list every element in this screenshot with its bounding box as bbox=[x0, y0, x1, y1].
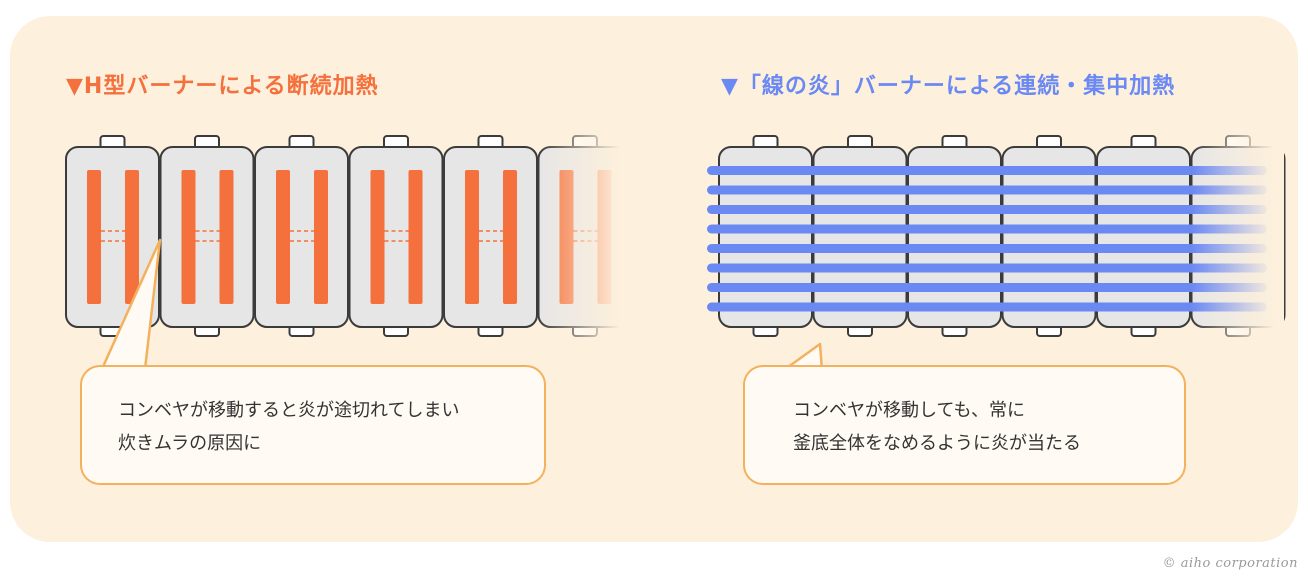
h-burner-conveyor-svg bbox=[65, 128, 660, 344]
callout-line-flame-text: コンベヤが移動しても、常に 釜底全体をなめるように炎が当たる bbox=[793, 394, 1081, 460]
heading-line-flame-burner: ▼「線の炎」バーナーによる連続・集中加熱 bbox=[721, 74, 1176, 99]
line-flame-stripe bbox=[707, 205, 1267, 214]
callout-line-flame: コンベヤが移動しても、常に 釜底全体をなめるように炎が当たる bbox=[743, 365, 1186, 485]
h-burner-flame-bar bbox=[314, 170, 328, 304]
line-flame-conveyor-diagram bbox=[704, 128, 1286, 344]
h-burner-flame-bar bbox=[370, 170, 385, 304]
callout-h-burner: コンベヤが移動すると炎が途切れてしまい 炊きムラの原因に bbox=[80, 365, 546, 485]
conveyor-plate bbox=[159, 146, 255, 328]
fade-overlay bbox=[530, 128, 660, 344]
callout-line: 炊きムラの原因に bbox=[118, 433, 262, 454]
line-flame-stripe bbox=[707, 283, 1267, 292]
callout-line: 釜底全体をなめるように炎が当たる bbox=[793, 433, 1081, 454]
line-flame-stripe bbox=[707, 302, 1267, 312]
line-flame-stripe bbox=[707, 185, 1267, 195]
h-burner-flame-bar bbox=[408, 170, 423, 304]
h-burner-conveyor-diagram bbox=[60, 128, 660, 344]
h-burner-flame-bar bbox=[276, 170, 290, 304]
copyright-credit: © aiho corporation bbox=[1162, 556, 1298, 571]
h-burner-flame-bar bbox=[503, 170, 517, 304]
h-burner-flame-bar bbox=[87, 170, 101, 304]
line-flame-stripe bbox=[707, 166, 1267, 175]
line-flame-conveyor-svg bbox=[707, 128, 1286, 344]
conveyor-plate bbox=[348, 146, 444, 328]
fade-overlay bbox=[1184, 128, 1284, 344]
line-flame-stripe bbox=[707, 224, 1267, 234]
h-burner-flame-bar bbox=[181, 170, 196, 304]
line-flame-stripe bbox=[707, 263, 1267, 273]
callout-line: コンベヤが移動すると炎が途切れてしまい bbox=[118, 400, 460, 421]
heading-h-burner: ▼H型バーナーによる断続加熱 bbox=[66, 74, 379, 99]
h-burner-flame-bar bbox=[465, 170, 479, 304]
callout-h-burner-text: コンベヤが移動すると炎が途切れてしまい 炊きムラの原因に bbox=[118, 394, 459, 460]
conveyor-plate bbox=[443, 146, 538, 328]
h-burner-flame-bar bbox=[219, 170, 234, 304]
callout-line: コンベヤが移動しても、常に bbox=[793, 400, 1026, 421]
line-flame-stripe bbox=[707, 244, 1267, 253]
callout-tail-left bbox=[100, 238, 162, 372]
conveyor-plate bbox=[254, 146, 349, 328]
h-burner-flame-bar bbox=[125, 170, 139, 304]
